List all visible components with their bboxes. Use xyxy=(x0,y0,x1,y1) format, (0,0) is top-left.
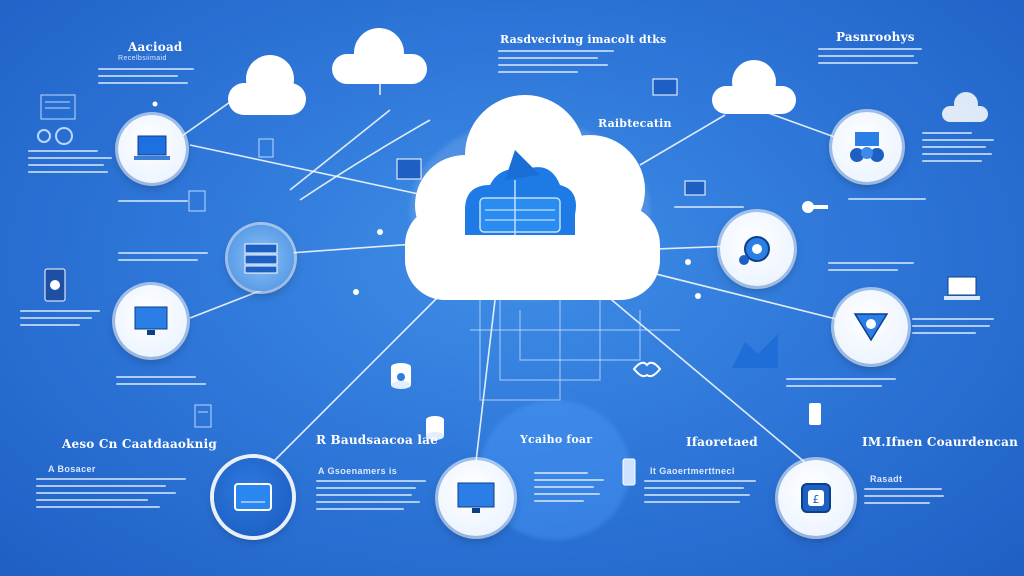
document-icon xyxy=(188,190,206,212)
label-top-left: Aacioad xyxy=(128,40,183,54)
label-bottom-cl: R Baudsaacoa lae xyxy=(316,433,438,447)
monitor-icon xyxy=(134,306,168,335)
label-bottom-cl-sub: A Gsoenamers is xyxy=(318,466,398,476)
database-icon xyxy=(426,416,444,440)
label-bottom-right-sub: Rasadt xyxy=(870,474,903,484)
window-icon xyxy=(684,180,706,196)
node-robot[interactable] xyxy=(720,212,794,286)
label-top-right: Pasnroohys xyxy=(836,30,915,44)
text-block-left-b xyxy=(118,200,188,207)
database-icon xyxy=(391,363,411,389)
server-icon xyxy=(244,243,278,274)
text-block-top-right xyxy=(818,48,922,69)
label-center-right: Raibtecatin xyxy=(598,117,672,130)
label-top-left-sub: Recelbsiimaid xyxy=(118,55,167,62)
svg-text:£: £ xyxy=(813,493,820,506)
document-icon xyxy=(40,94,76,120)
cloud-far-right xyxy=(942,92,990,124)
wallet-icon: £ xyxy=(801,483,831,513)
key-icon xyxy=(802,201,828,213)
text-block-left-e xyxy=(116,376,206,390)
node-wallet[interactable]: £ xyxy=(778,460,854,536)
laptop-icon xyxy=(134,135,170,160)
label-top-center: Rasdveciving imacolt dtks xyxy=(500,33,667,46)
window-icon xyxy=(396,158,422,180)
text-block-bottom-left xyxy=(36,478,186,513)
text-block-bottom-cr xyxy=(644,480,756,508)
node-monitor-bottom[interactable] xyxy=(438,460,514,536)
users-icon xyxy=(850,132,884,162)
tablet-icon xyxy=(44,268,66,302)
text-block-right-c xyxy=(786,378,896,392)
text-block-upper-right xyxy=(922,132,994,167)
text-block-right-b xyxy=(912,318,994,339)
chart-icon xyxy=(732,334,778,368)
text-block-right-a xyxy=(828,262,914,276)
node-monitor-left[interactable] xyxy=(115,285,187,357)
handshake-icon xyxy=(632,361,662,378)
node-device[interactable] xyxy=(214,458,292,536)
shield-icon xyxy=(853,313,889,342)
node-server[interactable] xyxy=(228,225,294,291)
cloud-top-left xyxy=(228,55,308,117)
label-bottom-cr: Ifaoretaed xyxy=(686,435,758,449)
label-bottom-center: Ycaiho foar xyxy=(520,433,593,446)
label-bottom-right: IM.Ifnen Coaurdencan xyxy=(862,435,1019,449)
phone-icon xyxy=(622,458,636,486)
text-block-left-d xyxy=(20,310,100,331)
text-block-center-right xyxy=(674,206,744,213)
text-block-left-c xyxy=(118,252,208,266)
text-block-bottom-right xyxy=(864,488,944,509)
text-block-bottom-cl xyxy=(316,480,426,515)
label-bottom-left: Aeso Cn Caatdaaoknig xyxy=(62,437,217,451)
main-cloud xyxy=(405,95,665,305)
device-icon xyxy=(234,483,272,511)
gear-icon xyxy=(739,236,770,265)
monitor-icon xyxy=(457,482,495,513)
laptop-icon xyxy=(944,276,980,300)
node-laptop[interactable] xyxy=(118,115,186,183)
node-users[interactable] xyxy=(832,112,902,182)
phone-icon xyxy=(809,403,821,425)
text-block-top-left xyxy=(98,68,194,89)
document-icon xyxy=(194,404,212,428)
cloud-top-center xyxy=(332,28,428,84)
text-block-left-a xyxy=(28,150,112,178)
text-block-top-center xyxy=(498,50,614,78)
document-icon xyxy=(258,138,274,158)
text-block-bottom-center xyxy=(534,472,604,507)
label-bottom-left-sub: A Bosacer xyxy=(48,464,96,474)
node-shield[interactable] xyxy=(834,290,908,364)
cloud-top-right xyxy=(712,60,798,116)
gear-icon xyxy=(37,127,73,145)
cloud-server-icon xyxy=(465,150,576,235)
text-block-mid-right xyxy=(848,198,926,205)
label-bottom-cr-sub: It Gaoertmerttnecl xyxy=(650,466,735,476)
window-icon xyxy=(652,78,678,96)
